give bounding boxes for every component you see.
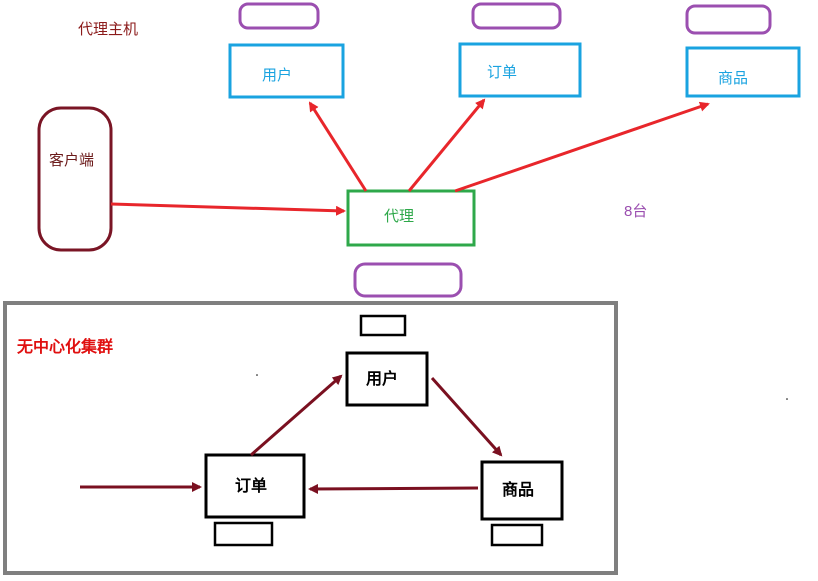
arrow-user-to-goods bbox=[430, 376, 503, 457]
proxy-count-label: 8台 bbox=[624, 203, 648, 220]
cluster-node-label-order: 订单 bbox=[235, 478, 268, 495]
arrow-proxy-to-order bbox=[407, 98, 486, 192]
proxy-host-label: 代理主机 bbox=[78, 21, 139, 38]
proxy-box bbox=[346, 189, 476, 247]
service-box-user bbox=[228, 43, 345, 99]
arrow-proxy-to-goods bbox=[454, 101, 710, 193]
top-service-label-goods: 商品 bbox=[718, 70, 749, 87]
cluster-db-goods bbox=[490, 523, 544, 547]
arrow-goods-to-order bbox=[308, 483, 479, 494]
db-cylinder-user bbox=[238, 2, 320, 30]
top-service-label-user: 用户 bbox=[262, 67, 293, 84]
cluster-box-user bbox=[345, 351, 429, 407]
client-label: 客户端 bbox=[49, 152, 95, 169]
client-box bbox=[37, 106, 113, 252]
cluster-node-label-user: 用户 bbox=[366, 371, 399, 388]
arrow-order-to-user bbox=[250, 374, 343, 457]
cluster-db-user bbox=[359, 314, 407, 337]
cluster-box-order bbox=[204, 453, 306, 519]
speck-1 bbox=[256, 374, 258, 376]
cluster-title: 无中心化集群 bbox=[17, 339, 114, 356]
arrow-proxy-to-user bbox=[308, 101, 368, 192]
db-cylinder-proxy bbox=[353, 262, 463, 298]
service-box-goods bbox=[685, 46, 801, 98]
speck-2 bbox=[786, 398, 788, 400]
db-cylinder-order bbox=[471, 2, 562, 30]
cluster-db-order bbox=[213, 521, 274, 547]
cluster-box-goods bbox=[480, 460, 564, 521]
db-cylinder-goods bbox=[685, 4, 772, 35]
cluster-container bbox=[3, 301, 618, 575]
cluster-node-label-goods: 商品 bbox=[502, 482, 535, 499]
arrow-client-to-proxy bbox=[110, 202, 346, 216]
top-service-label-order: 订单 bbox=[487, 64, 518, 81]
proxy-label: 代理 bbox=[384, 208, 415, 225]
service-box-order bbox=[458, 42, 582, 98]
